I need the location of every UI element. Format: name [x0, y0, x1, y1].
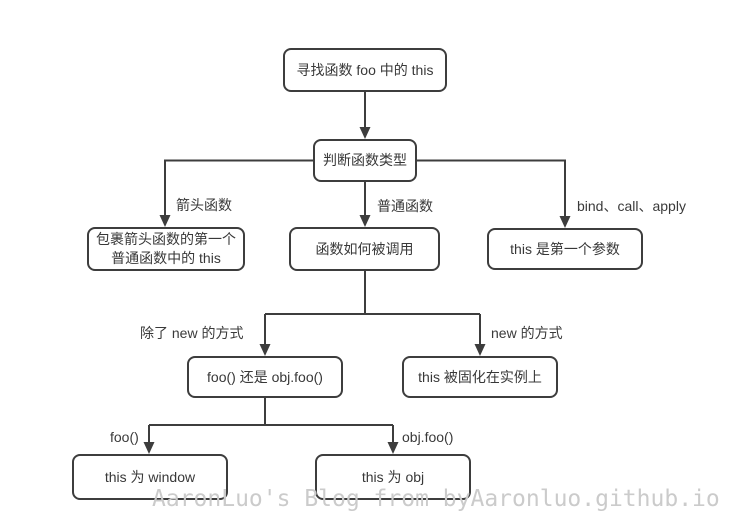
arrowhead-fooorobj — [259, 344, 271, 356]
edge-fooorobj-split — [148, 398, 394, 443]
edge-judge-to-firstparam — [416, 159, 566, 217]
node-fixed-on-instance: this 被固化在实例上 — [402, 356, 558, 398]
node-arrow-fn-result-line1: 包裹箭头函数的第一个 — [96, 231, 236, 247]
arrowhead-howcalled — [359, 215, 371, 227]
node-how-called: 函数如何被调用 — [289, 227, 440, 271]
node-fixed-on-instance-label: this 被固化在实例上 — [418, 368, 542, 385]
node-this-obj-label: this 为 obj — [361, 468, 425, 485]
node-find-this-label: 寻找函数 foo 中的 this — [296, 61, 434, 78]
node-arrow-fn-result: 包裹箭头函数的第一个 普通函数中的 this — [87, 227, 245, 271]
node-judge-type: 判断函数类型 — [313, 139, 417, 182]
node-this-window: this 为 window — [72, 454, 228, 500]
arrowhead-thisobj — [387, 442, 399, 454]
edge-howcalled-split — [264, 271, 481, 345]
arrowhead-arrowfn — [159, 215, 171, 227]
node-foo-or-objfoo-label: foo() 还是 obj.foo() — [207, 368, 323, 385]
edge-label-normal-function: 普通函数 — [377, 198, 433, 214]
edge-label-bind-call-apply: bind、call、apply — [577, 198, 686, 214]
node-first-param-label: this 是第一个参数 — [510, 240, 620, 257]
arrowhead-firstparam — [559, 216, 571, 228]
node-foo-or-objfoo: foo() 还是 obj.foo() — [187, 356, 343, 398]
arrowhead-fixedinstance — [474, 344, 486, 356]
edge-label-foo-call: foo() — [110, 429, 139, 445]
node-how-called-label: 函数如何被调用 — [315, 240, 414, 257]
node-find-this: 寻找函数 foo 中的 this — [283, 48, 447, 92]
node-first-param: this 是第一个参数 — [487, 228, 643, 270]
edge-label-not-new: 除了 new 的方式 — [140, 325, 244, 341]
edge-label-new-way: new 的方式 — [491, 325, 563, 341]
edge-label-obj-foo-call: obj.foo() — [402, 429, 454, 445]
node-judge-type-label: 判断函数类型 — [323, 152, 407, 168]
node-this-obj: this 为 obj — [315, 454, 471, 500]
edge-label-arrow-function: 箭头函数 — [176, 197, 232, 213]
arrowhead-judge — [359, 127, 371, 139]
arrowhead-thiswindow — [143, 442, 155, 454]
node-this-window-label: this 为 window — [104, 468, 196, 485]
watermark: AaronLuo's Blog from byAaronluo.github.i… — [152, 486, 720, 512]
node-arrow-fn-result-line2: 普通函数中的 this — [111, 250, 221, 266]
